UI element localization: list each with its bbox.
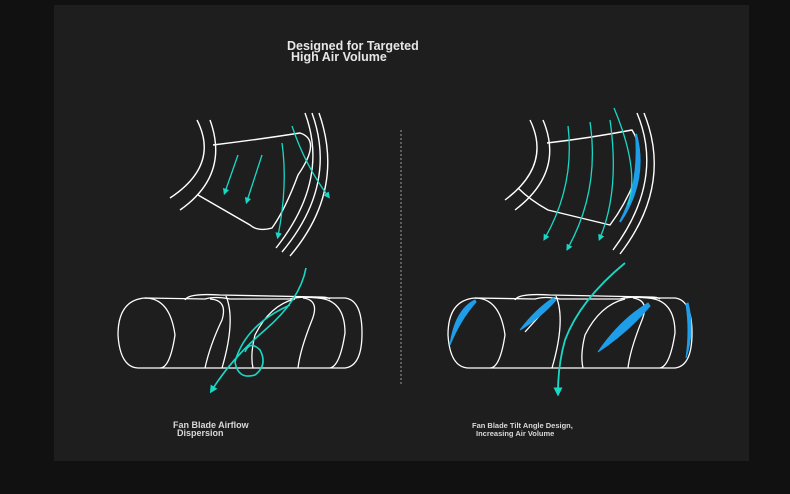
diagram-panel bbox=[54, 5, 749, 461]
right-caption-line-1: Fan Blade Tilt Angle Design, bbox=[472, 421, 573, 430]
left-airflow-arrow bbox=[223, 154, 239, 196]
left-blade-shape bbox=[197, 132, 312, 231]
right-airflow-arrow bbox=[566, 121, 594, 251]
right-blade-edge bbox=[551, 295, 561, 369]
left-airflow-dispersion bbox=[209, 267, 307, 394]
right-blade-edge bbox=[581, 298, 626, 369]
right-cylinder-outline bbox=[447, 296, 693, 369]
right-cylinder-top bbox=[514, 293, 661, 301]
left-housing-arc-outer bbox=[179, 119, 217, 211]
right-airflow-arrows-top bbox=[543, 107, 633, 251]
left-fan-cylinder bbox=[117, 293, 363, 369]
right-blade-highlight bbox=[597, 302, 651, 353]
left-dispersion-swirl bbox=[234, 304, 291, 377]
right-blade-highlight bbox=[685, 302, 692, 359]
right-blade-highlight bbox=[619, 133, 641, 223]
left-airflow-arrow bbox=[244, 154, 263, 205]
left-airflow-arrow bbox=[275, 142, 285, 240]
left-ring-arc-3 bbox=[289, 112, 329, 257]
left-blade-edge bbox=[297, 297, 316, 369]
left-caption-line-1: Fan Blade Airflow bbox=[173, 420, 249, 430]
title-line-2: High Air Volume bbox=[291, 50, 387, 64]
right-blade-highlight bbox=[449, 299, 477, 346]
left-airflow-arrows-top bbox=[223, 125, 330, 240]
right-blade-highlights bbox=[449, 297, 692, 359]
left-airflow-arrow bbox=[291, 125, 330, 199]
right-caption-line-2: Increasing Air Volume bbox=[476, 429, 555, 438]
right-focused-airflow-arrow bbox=[553, 262, 626, 397]
right-housing-arc-inner bbox=[504, 119, 538, 201]
left-ring-arc-1 bbox=[275, 112, 314, 249]
right-blade-closeup bbox=[504, 112, 655, 255]
right-blade-highlight bbox=[519, 297, 557, 331]
left-blade-edge bbox=[204, 298, 225, 369]
left-cylinder-top bbox=[184, 293, 331, 301]
right-blade-edge bbox=[627, 297, 646, 369]
left-cylinder-seam bbox=[317, 297, 346, 369]
left-dispersion-arrow bbox=[209, 267, 307, 394]
left-cylinder-seam bbox=[144, 297, 176, 369]
right-airflow-arrow bbox=[613, 107, 633, 206]
right-housing-arc-outer bbox=[514, 119, 551, 211]
right-airflow-arrow bbox=[598, 119, 614, 242]
left-blade-edge bbox=[221, 295, 231, 369]
left-blade-edge bbox=[251, 298, 296, 369]
right-ring-arc-2 bbox=[619, 112, 655, 255]
right-ring-arc-1 bbox=[612, 112, 648, 251]
right-fan-cylinder bbox=[447, 293, 693, 369]
left-cylinder-outline bbox=[117, 296, 363, 369]
title-line-1: Designed for Targeted bbox=[287, 39, 419, 53]
left-blade-closeup bbox=[169, 112, 329, 257]
left-ring-arc-2 bbox=[281, 112, 321, 253]
right-airflow-arrow bbox=[543, 125, 570, 241]
right-cylinder-seam bbox=[647, 297, 676, 369]
left-housing-arc-inner bbox=[169, 119, 205, 199]
right-cylinder-seam bbox=[474, 297, 506, 369]
left-caption-line-2: Dispersion bbox=[177, 428, 224, 438]
